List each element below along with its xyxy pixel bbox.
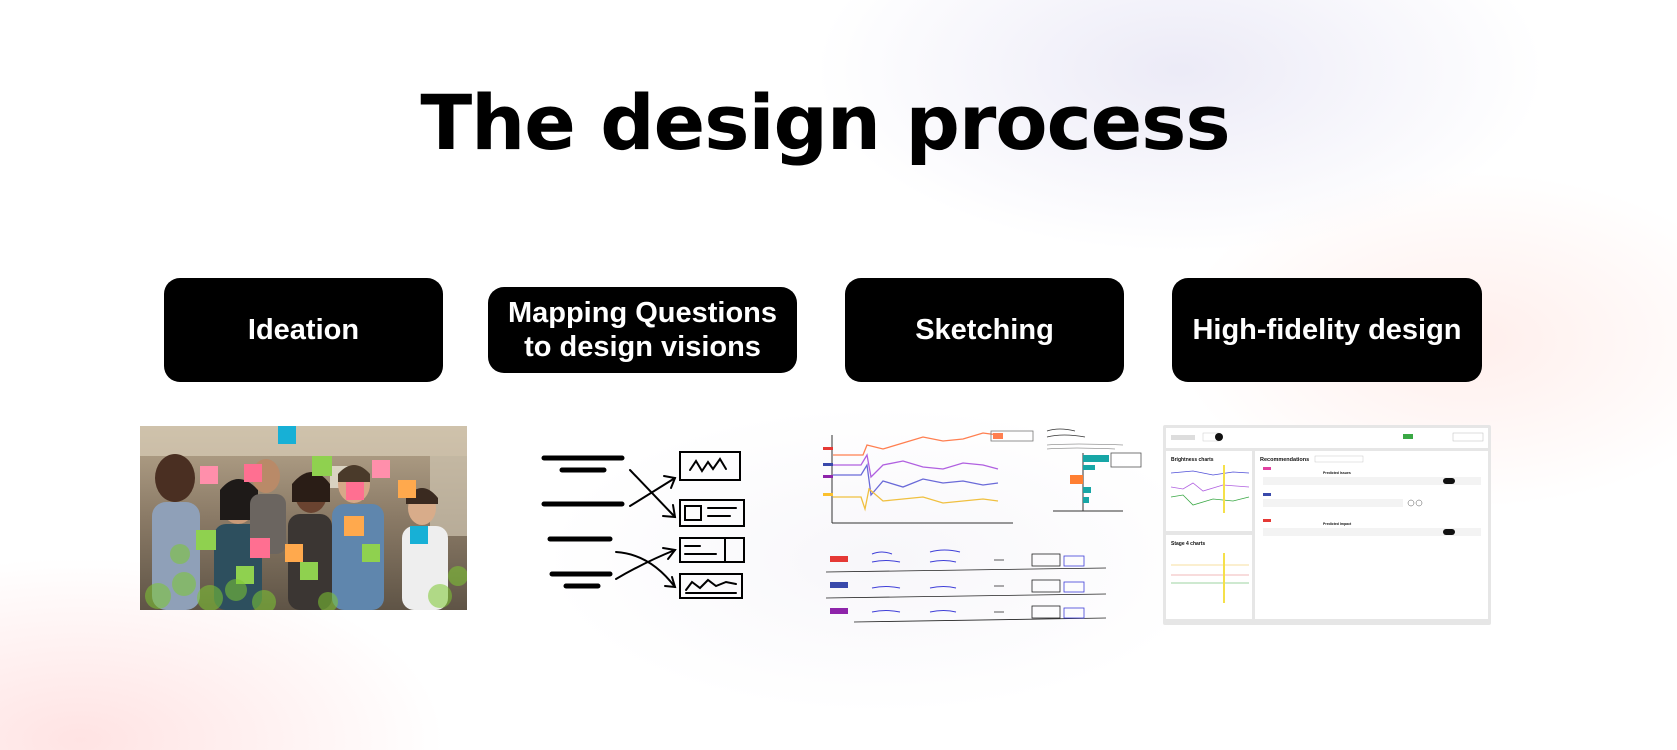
stage-ideation: Ideation bbox=[164, 278, 443, 382]
card-chart-icon bbox=[679, 451, 741, 481]
stage-mapping-label-line-1: Mapping Questions bbox=[507, 297, 778, 329]
mapping-diagram bbox=[541, 451, 745, 599]
sketch-bar-chart bbox=[1046, 428, 1142, 512]
hifi-recommendations-title: Recommendations bbox=[1260, 457, 1309, 463]
hifi-brightness-title: Brightness charts bbox=[1171, 457, 1214, 463]
sketch-table bbox=[826, 549, 1107, 623]
ideation-photo bbox=[140, 426, 467, 610]
hexagon-overlay bbox=[145, 544, 467, 610]
hifi-stage-title: Stage 4 charts bbox=[1171, 541, 1205, 547]
stage-mapping-questions: Mapping Questions to design visions bbox=[488, 287, 797, 373]
stage-ideation-label: Ideation bbox=[247, 314, 360, 346]
sketch-charts bbox=[823, 428, 1142, 524]
sticky-notes bbox=[196, 426, 428, 584]
stage-mapping-label-line-2: to design visions bbox=[524, 331, 761, 363]
page-title: The design process bbox=[420, 78, 1230, 167]
stage-high-fidelity-design: High-fidelity design bbox=[1172, 278, 1482, 382]
text-lines-icon bbox=[541, 455, 625, 589]
stage-sketching: Sketching bbox=[845, 278, 1124, 382]
hifi-section-label-2: Predicted Impact bbox=[1323, 522, 1352, 526]
arrow-icon bbox=[615, 469, 677, 589]
hifi-section-label-1: Predicted Issues bbox=[1323, 471, 1351, 475]
hifi-mockup: Brightness charts Stage 4 charts Recomme… bbox=[1163, 425, 1491, 625]
stage-sketching-label: Sketching bbox=[915, 314, 1054, 346]
stage-hifi-label: High-fidelity design bbox=[1192, 314, 1462, 346]
card-list-icon bbox=[679, 499, 745, 599]
sketch-line-chart bbox=[823, 430, 1034, 524]
